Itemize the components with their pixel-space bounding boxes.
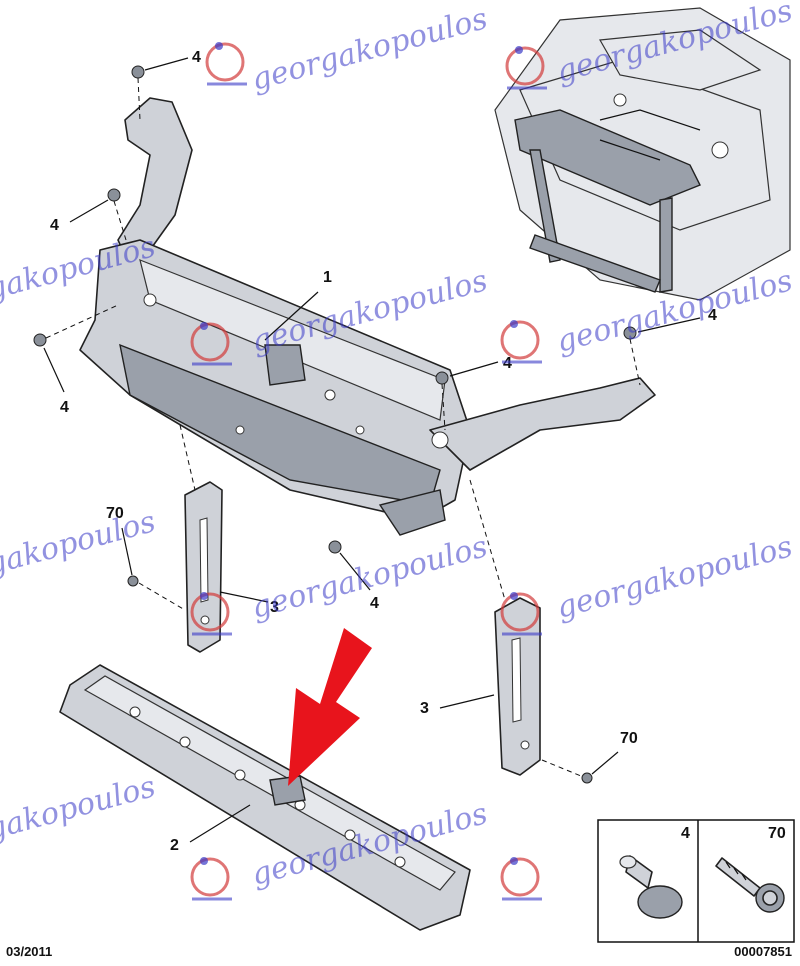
support-bracket-right-part-3 (494, 597, 541, 776)
assembly-guide-lines (45, 77, 641, 777)
callout-4-left-upper: 4 (50, 217, 59, 234)
watermark-logo-icon (205, 42, 247, 86)
watermark-logo-icon (500, 857, 542, 901)
leader-lines (43, 57, 701, 843)
watermark-logo-icon (190, 857, 232, 901)
screw-4-lower (328, 540, 342, 554)
reference-code: 00007851 (734, 944, 792, 959)
push-fastener-4-icon (619, 855, 683, 919)
vehicle-location-inset (494, 7, 791, 301)
callout-4-left-lower: 4 (60, 399, 69, 416)
callout-1: 1 (323, 269, 332, 286)
callout-4-lower: 4 (370, 595, 379, 612)
watermark-logo-icon (500, 320, 542, 364)
screw-70-right (581, 772, 593, 784)
legend-label-4: 4 (681, 825, 690, 842)
support-bracket-left-part-3 (184, 481, 223, 653)
watermark-logo-icon (190, 322, 232, 366)
watermark-text-9: gakopoulos (0, 769, 159, 848)
lower-cross-member-part-2 (59, 664, 471, 931)
watermark-text-6: gakopoulos (0, 504, 159, 583)
callout-3-right: 3 (420, 700, 429, 717)
callout-70-left: 70 (106, 505, 124, 522)
screw-4-center (435, 371, 449, 385)
watermark-text-8: georgakopoulos (553, 529, 796, 626)
fastener-legend-box: 4 70 (597, 819, 795, 943)
bolt-70-icon (715, 857, 785, 913)
legend-label-70: 70 (768, 825, 786, 842)
screw-4-top (131, 65, 145, 79)
watermark-logo-icon (505, 46, 547, 90)
screw-4-left-lower (33, 333, 47, 347)
watermark-text-1: georgakopoulos (248, 1, 491, 98)
screw-4-left-upper (107, 188, 121, 202)
red-indicator-arrow (288, 628, 372, 786)
callout-4-top: 4 (192, 49, 201, 66)
screw-70-left (127, 575, 139, 587)
callout-2: 2 (170, 837, 179, 854)
callout-4-right: 4 (708, 307, 717, 324)
date-code: 03/2011 (6, 944, 53, 959)
watermark-logo-icon (500, 592, 542, 636)
callout-3-left: 3 (270, 599, 279, 616)
front-panel-part-1 (79, 97, 656, 536)
watermark-logo-icon (190, 592, 232, 636)
callout-70-right: 70 (620, 730, 638, 747)
